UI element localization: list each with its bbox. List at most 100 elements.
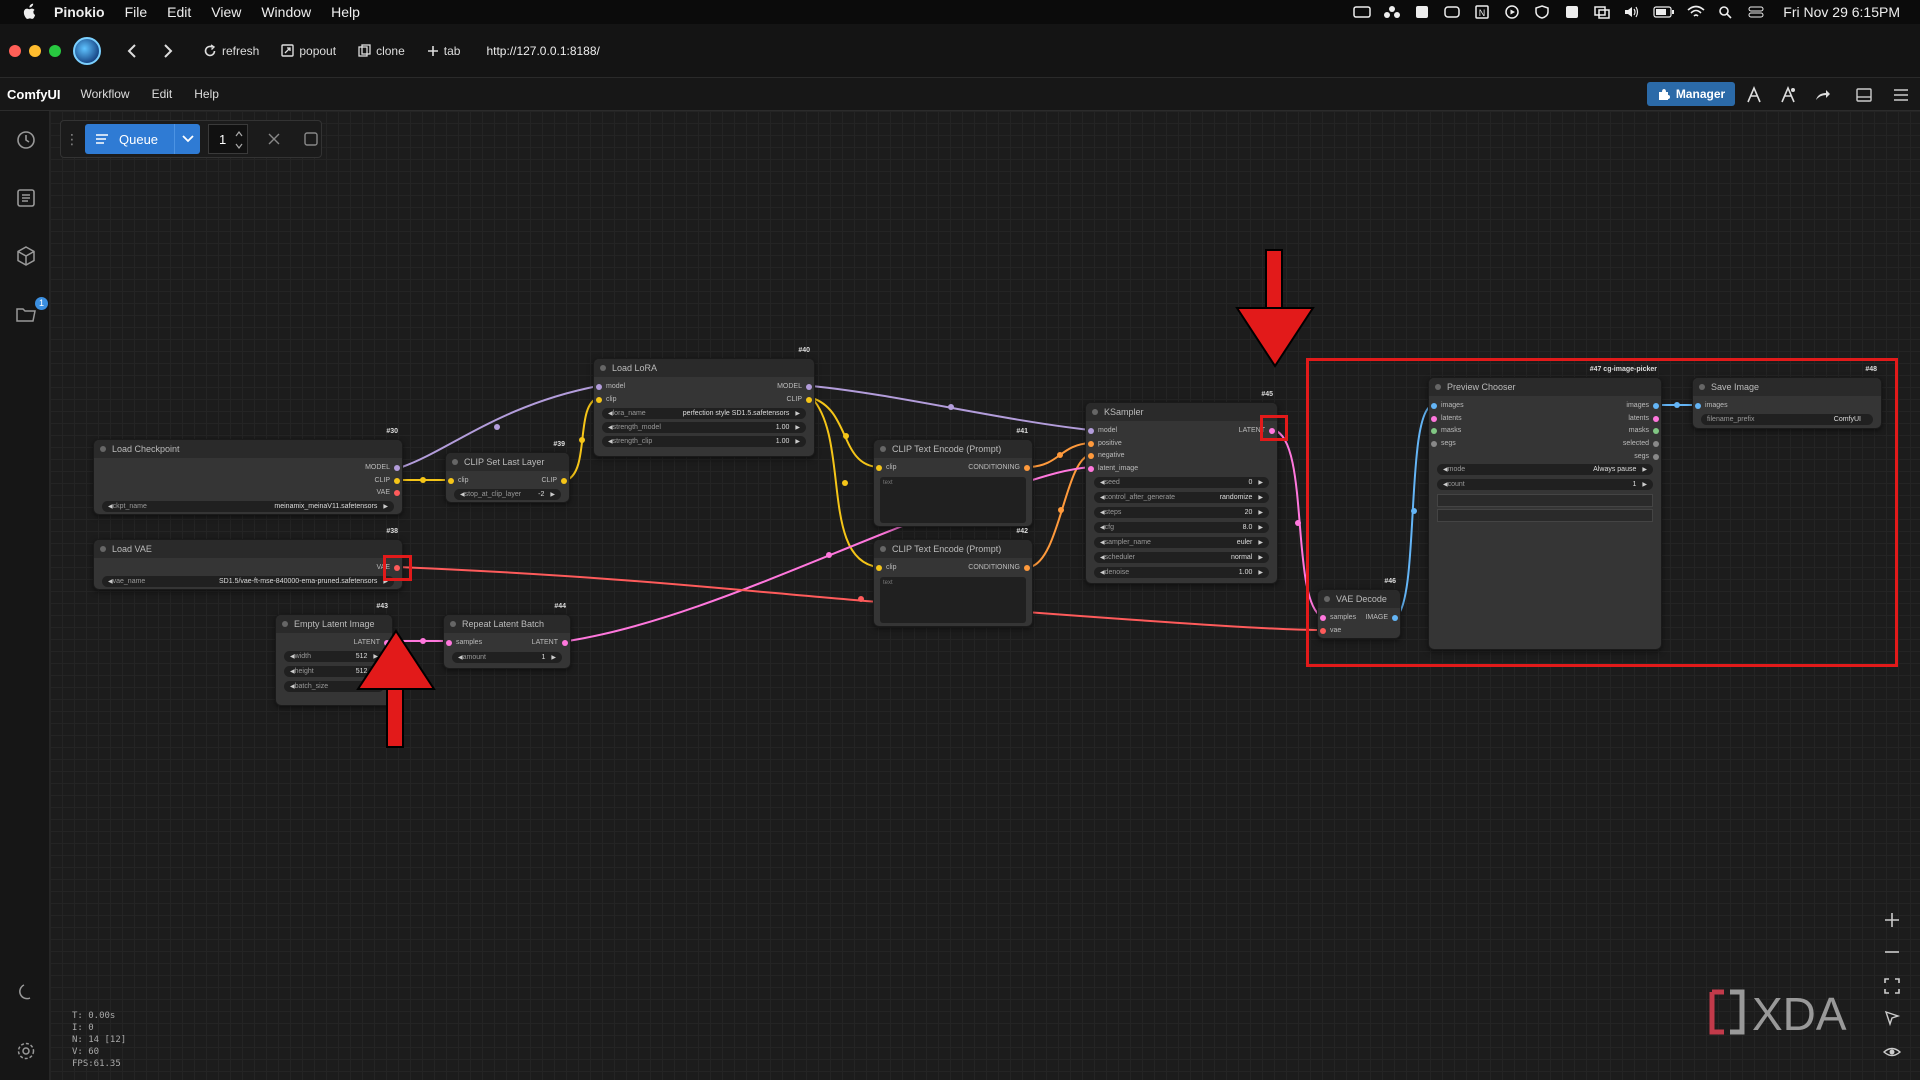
wifi-icon[interactable] xyxy=(1687,5,1705,19)
history-icon[interactable] xyxy=(15,129,37,151)
menu-comfy-edit[interactable]: Edit xyxy=(151,87,173,101)
input-images-socket[interactable] xyxy=(1695,403,1701,409)
output-latents-socket[interactable] xyxy=(1653,416,1659,422)
output-clip-socket[interactable] xyxy=(561,478,567,484)
right-arrow-icon[interactable]: ▶ xyxy=(1642,482,1647,488)
left-arrow-icon[interactable]: ◀ xyxy=(1100,570,1105,576)
input-samples-socket[interactable] xyxy=(1320,615,1326,621)
input-samples-socket[interactable] xyxy=(446,640,452,646)
menu-edit[interactable]: Edit xyxy=(167,4,192,20)
output-latent-socket[interactable] xyxy=(562,640,568,646)
left-arrow-icon[interactable]: ◀ xyxy=(290,684,295,690)
node-vae-decode[interactable]: VAE Decode #46 samples IMAGE vae xyxy=(1317,578,1401,639)
node-header[interactable]: Repeat Latent Batch xyxy=(444,615,570,633)
notion-icon[interactable]: N xyxy=(1473,5,1491,19)
node-header[interactable]: Save Image xyxy=(1693,378,1881,396)
collapse-dot-icon[interactable] xyxy=(450,621,456,627)
shield-icon[interactable] xyxy=(1533,5,1551,19)
node-header[interactable]: CLIP Text Encode (Prompt) xyxy=(874,440,1032,458)
collapse-dot-icon[interactable] xyxy=(1324,596,1330,602)
drag-handle-icon[interactable]: ⋮ xyxy=(65,130,79,147)
back-icon[interactable] xyxy=(121,40,143,62)
pinokio-logo[interactable] xyxy=(73,36,101,65)
left-arrow-icon[interactable]: ◀ xyxy=(608,425,613,431)
output-images-socket[interactable] xyxy=(1653,403,1659,409)
node-clip-set-last-layer[interactable]: CLIP Set Last Layer #39 clip CLIP ◀stop_… xyxy=(445,441,570,503)
status-app-icon[interactable] xyxy=(1353,5,1372,19)
right-arrow-icon[interactable]: ▶ xyxy=(1258,555,1263,561)
right-arrow-icon[interactable]: ▶ xyxy=(551,655,556,661)
right-arrow-icon[interactable]: ▶ xyxy=(550,492,555,498)
node-clip-text-encode-2[interactable]: CLIP Text Encode (Prompt) #42 clip CONDI… xyxy=(873,528,1033,627)
collapse-dot-icon[interactable] xyxy=(1699,384,1705,390)
node-header[interactable]: CLIP Set Last Layer xyxy=(446,453,569,471)
left-arrow-icon[interactable]: ◀ xyxy=(108,579,113,585)
menu-help[interactable]: Help xyxy=(331,4,360,20)
menu-window[interactable]: Window xyxy=(261,4,312,20)
right-arrow-icon[interactable]: ▶ xyxy=(795,425,800,431)
collapse-dot-icon[interactable] xyxy=(600,365,606,371)
collapse-dot-icon[interactable] xyxy=(1092,409,1098,415)
left-arrow-icon[interactable]: ◀ xyxy=(1100,510,1105,516)
left-arrow-icon[interactable]: ◀ xyxy=(290,669,295,675)
output-conditioning-socket[interactable] xyxy=(1024,565,1030,571)
output-clip-socket[interactable] xyxy=(806,397,812,403)
node-repeat-latent-batch[interactable]: Repeat Latent Batch #44 samples LATENT ◀… xyxy=(443,603,571,669)
input-latents-socket[interactable] xyxy=(1431,416,1437,422)
right-arrow-icon[interactable]: ▶ xyxy=(1258,525,1263,531)
left-arrow-icon[interactable]: ◀ xyxy=(1443,467,1448,473)
hamburger-menu-icon[interactable] xyxy=(1891,85,1911,105)
left-arrow-icon[interactable]: ◀ xyxy=(1100,480,1105,486)
left-arrow-icon[interactable]: ◀ xyxy=(458,655,463,661)
zoom-out-minus-icon[interactable] xyxy=(1882,942,1902,962)
left-arrow-icon[interactable]: ◀ xyxy=(608,439,613,445)
right-arrow-icon[interactable]: ▶ xyxy=(1258,495,1263,501)
collapse-dot-icon[interactable] xyxy=(452,459,458,465)
refresh-button[interactable]: refresh xyxy=(203,44,259,58)
apple-icon[interactable] xyxy=(18,3,40,21)
model-share-icon[interactable] xyxy=(1778,85,1798,105)
output-image-socket[interactable] xyxy=(1392,615,1398,621)
collapse-dot-icon[interactable] xyxy=(1435,384,1441,390)
output-clip-socket[interactable] xyxy=(394,478,400,484)
clone-button[interactable]: clone xyxy=(358,44,405,58)
fit-view-icon[interactable] xyxy=(1882,976,1902,996)
input-vae-socket[interactable] xyxy=(1320,628,1326,634)
visibility-eye-icon[interactable] xyxy=(1882,1042,1902,1062)
popout-button[interactable]: popout xyxy=(281,44,336,58)
node-header[interactable]: VAE Decode xyxy=(1318,590,1400,608)
url-bar[interactable]: http://127.0.0.1:8188/ xyxy=(486,43,600,58)
collapse-dot-icon[interactable] xyxy=(100,546,106,552)
input-images-socket[interactable] xyxy=(1431,403,1437,409)
node-header[interactable]: CLIP Text Encode (Prompt) xyxy=(874,540,1032,558)
menu-clock[interactable]: Fri Nov 29 6:15PM xyxy=(1783,4,1900,20)
menu-workflow[interactable]: Workflow xyxy=(80,87,130,101)
input-clip-socket[interactable] xyxy=(448,478,454,484)
node-header[interactable]: Load VAE xyxy=(94,540,402,558)
left-arrow-icon[interactable]: ◀ xyxy=(460,492,465,498)
status-people-icon[interactable] xyxy=(1383,5,1401,19)
left-arrow-icon[interactable]: ◀ xyxy=(1100,540,1105,546)
right-arrow-icon[interactable]: ▶ xyxy=(1258,540,1263,546)
queue-list-icon[interactable] xyxy=(15,187,37,209)
left-arrow-icon[interactable]: ◀ xyxy=(608,411,613,417)
output-selected-socket[interactable] xyxy=(1653,441,1659,447)
right-arrow-icon[interactable]: ▶ xyxy=(1642,467,1647,473)
node-header[interactable]: Load LoRA xyxy=(594,359,814,377)
input-clip-socket[interactable] xyxy=(876,565,882,571)
menu-file[interactable]: File xyxy=(124,4,148,20)
input-segs-socket[interactable] xyxy=(1431,441,1437,447)
